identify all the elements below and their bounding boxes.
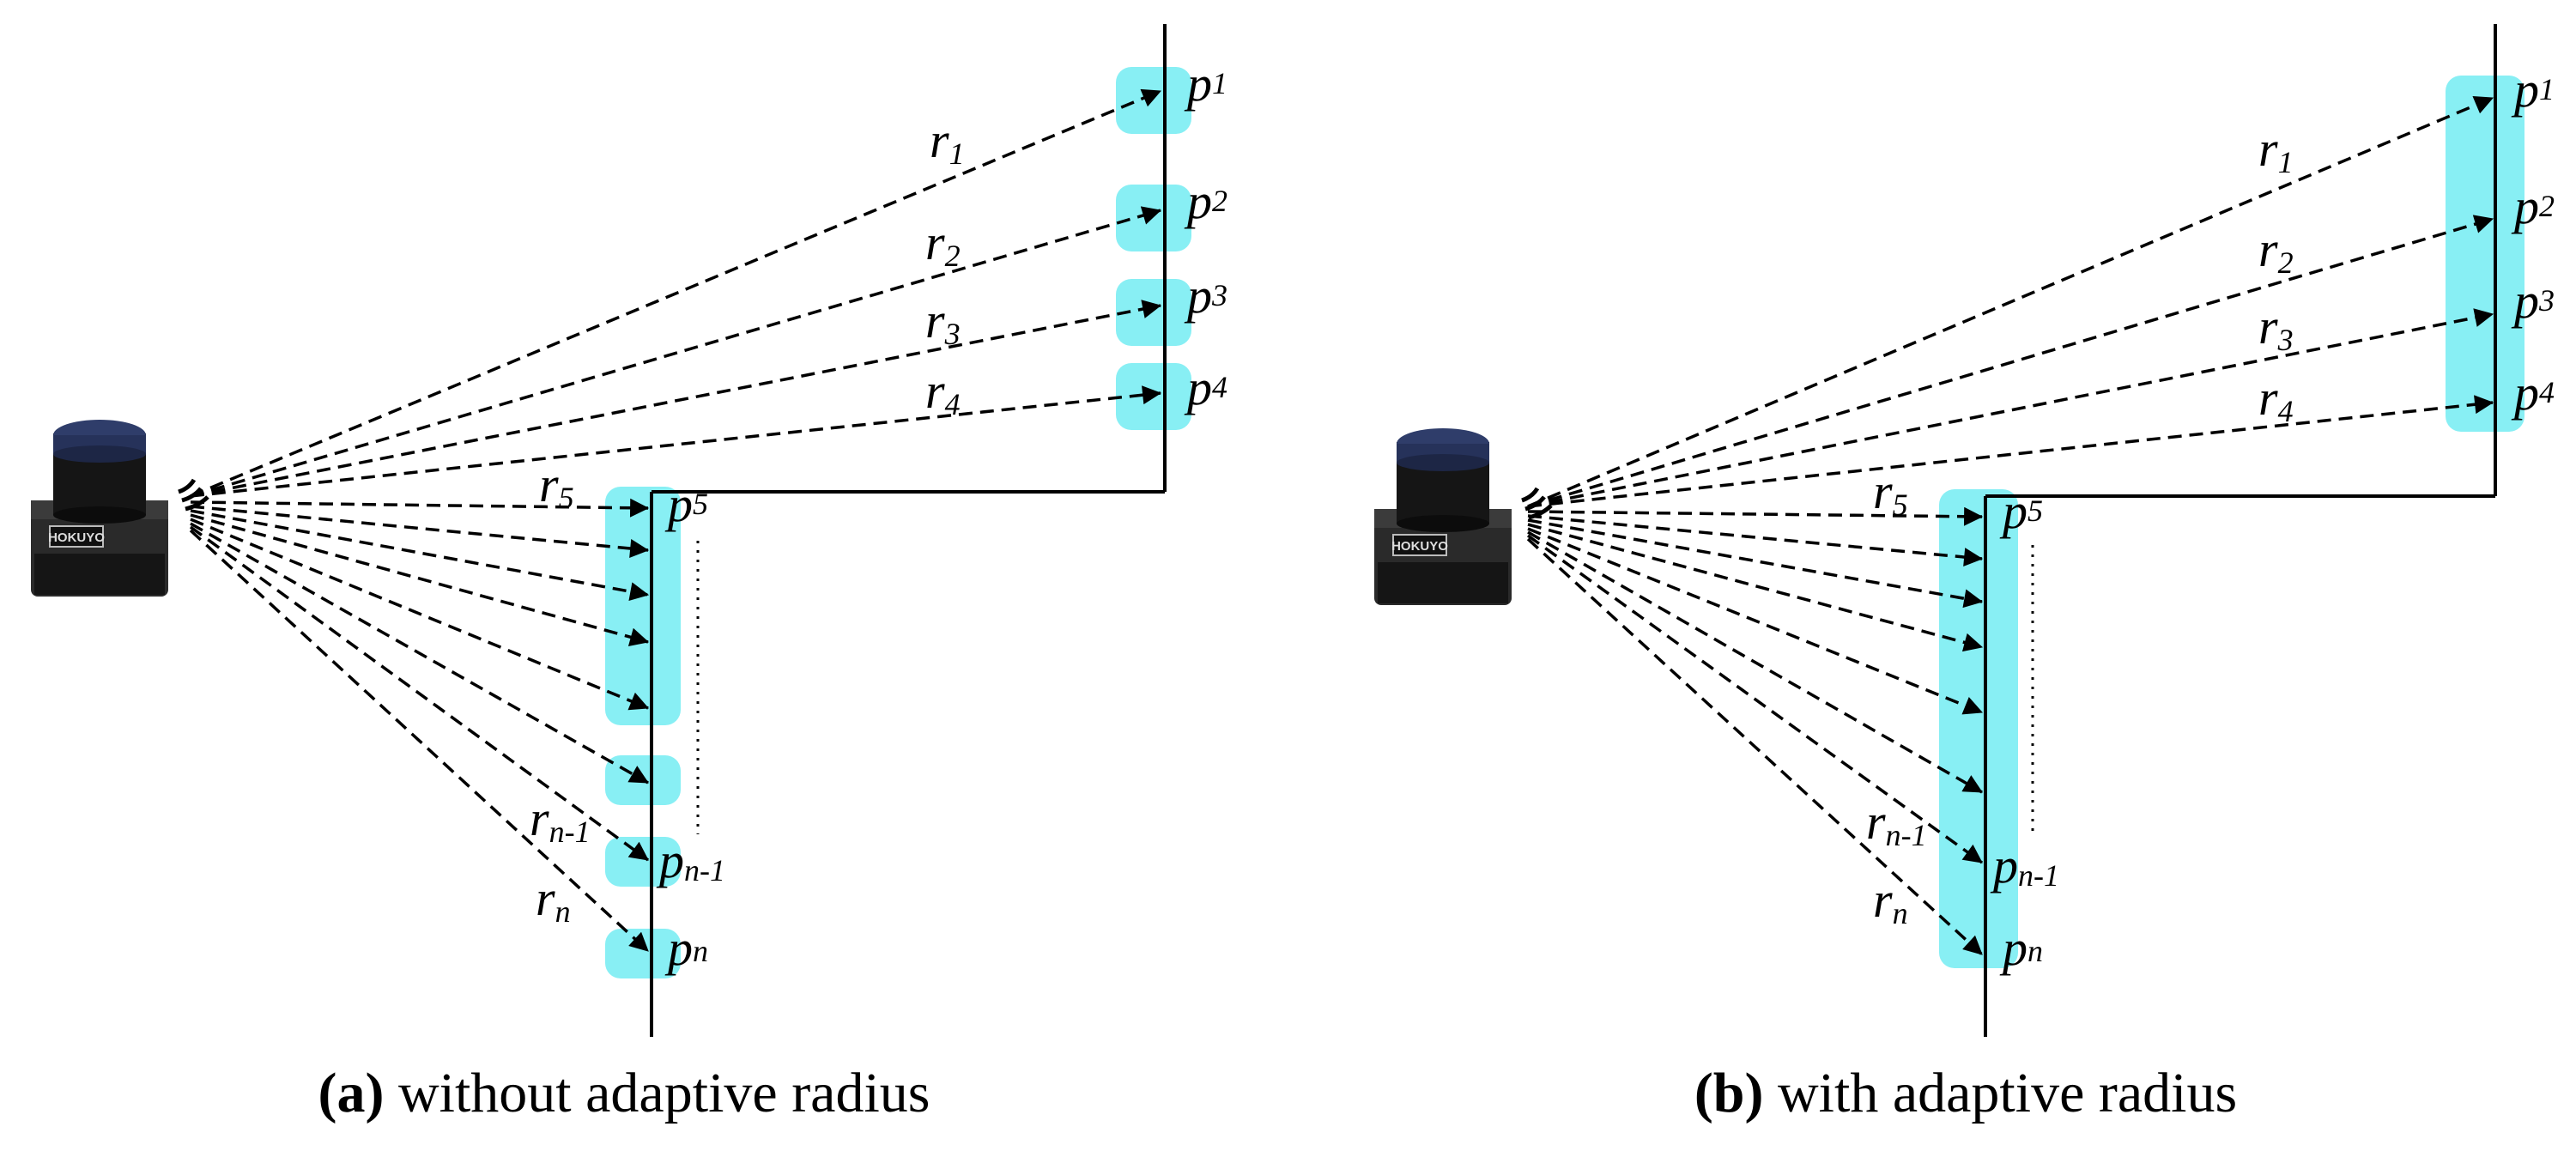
- ray-extra-2: [1527, 518, 1984, 609]
- ray-extra-5: [190, 522, 649, 784]
- highlight-p2: [1116, 185, 1191, 251]
- label-r2: r2: [2258, 221, 2294, 280]
- label-p3: p3: [1184, 268, 1227, 324]
- label-p2: p2: [2511, 179, 2555, 234]
- label-r1: r1: [2258, 121, 2294, 179]
- ray-extra-1: [1527, 514, 1984, 566]
- ray-r4: [190, 385, 1162, 498]
- label-pn: pn: [664, 920, 708, 976]
- sensor-logo-text: HOKUYO: [48, 530, 105, 545]
- label-p5: p5: [1999, 483, 2043, 539]
- label-rn: rn: [536, 870, 571, 929]
- lidar-sensor-icon: HOKUYO: [1374, 428, 1553, 605]
- ray-extra-3: [1527, 523, 1984, 652]
- point-labels: p1 p2 p3 p4 p5 pn-1 pn: [1990, 62, 2555, 976]
- label-r3: r3: [2258, 299, 2294, 357]
- ray-r3: [1527, 308, 2494, 508]
- label-r2: r2: [925, 215, 961, 273]
- label-p1: p1: [1184, 56, 1227, 112]
- sensor-logo-text: HOKUYO: [1391, 539, 1448, 554]
- label-rn-1: rn-1: [530, 791, 591, 849]
- label-r4: r4: [2258, 370, 2294, 428]
- label-p2: p2: [1184, 173, 1227, 229]
- ray-extra-3: [190, 513, 650, 647]
- label-r5: r5: [1873, 463, 1908, 522]
- wall-outline: [650, 24, 1167, 1037]
- point-labels: p1 p2 p3 p4 p5 pn-1 pn: [656, 56, 1227, 976]
- ray-rn-1: [1526, 534, 1984, 864]
- label-p1: p1: [2511, 62, 2555, 118]
- ray-r5: [1527, 506, 1984, 526]
- ray-r4: [1527, 395, 2494, 508]
- label-rn: rn: [1873, 872, 1908, 930]
- label-p4: p4: [2511, 365, 2555, 421]
- highlight-p1: [1116, 67, 1191, 134]
- panel-a: HOKUYO r1 r2 r3 r4 r5 rn-1 rn p1 p2 p3 p…: [31, 24, 1227, 1124]
- ray-r2: [190, 206, 1162, 498]
- highlight-wall-bottom: [1939, 489, 2018, 968]
- caption-b: (b) with adaptive radius: [1694, 1062, 2237, 1124]
- label-p5: p5: [664, 476, 708, 532]
- highlight-wall-top: [2446, 76, 2524, 432]
- label-p3: p3: [2511, 273, 2555, 329]
- caption-a: (a) without adaptive radius: [318, 1062, 930, 1124]
- highlight-pn: [605, 929, 681, 978]
- lidar-sensor-icon: HOKUYO: [31, 420, 209, 597]
- ray-rn-1: [189, 525, 650, 862]
- highlight-p4: [1116, 363, 1191, 430]
- ray-rn: [189, 529, 650, 953]
- ray-extra-4: [190, 518, 650, 711]
- ray-rn: [1526, 537, 1984, 956]
- label-pn-1: pn-1: [1990, 838, 2059, 894]
- highlight-p5-cluster: [605, 487, 681, 725]
- highlight-regions: [1939, 76, 2524, 968]
- ray-extra-5: [1527, 530, 1983, 794]
- label-p4: p4: [1184, 360, 1227, 415]
- ray-r1: [1527, 96, 2494, 508]
- ray-r5: [190, 498, 650, 518]
- label-rn-1: rn-1: [1866, 794, 1927, 852]
- panel-b: HOKUYO r1 r2 r3 r4 r5 rn-1 rn p1 p2 p3 p…: [1374, 24, 2555, 1124]
- label-r4: r4: [925, 363, 961, 421]
- label-r5: r5: [539, 457, 574, 515]
- highlight-regions: [605, 67, 1191, 978]
- ray-r2: [1527, 215, 2494, 508]
- ray-labels: r1 r2 r3 r4 r5 rn-1 rn: [530, 112, 965, 929]
- label-r3: r3: [925, 293, 961, 351]
- ray-labels: r1 r2 r3 r4 r5 rn-1 rn: [1866, 121, 2294, 930]
- label-pn-1: pn-1: [656, 833, 725, 888]
- label-pn: pn: [1999, 920, 2043, 976]
- laser-rays: [189, 88, 1162, 953]
- ray-extra-1: [190, 505, 650, 558]
- highlight-pn-1: [605, 837, 681, 887]
- wall-outline: [1984, 24, 2497, 1037]
- ray-r1: [190, 88, 1162, 498]
- laser-rays: [1526, 96, 2494, 956]
- label-r1: r1: [930, 112, 965, 171]
- ray-extra-2: [190, 509, 650, 602]
- ray-extra-4: [1527, 527, 1984, 715]
- ray-r3: [190, 300, 1162, 498]
